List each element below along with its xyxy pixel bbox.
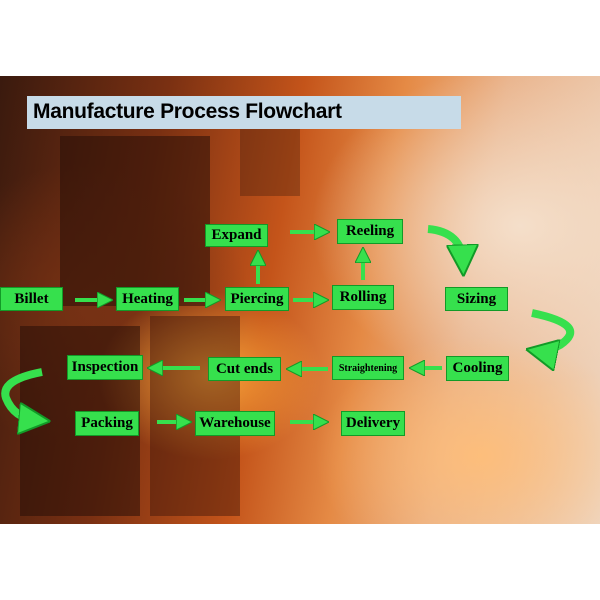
factory-background-photo [0, 76, 600, 524]
node-heating: Heating [116, 287, 179, 311]
node-piercing: Piercing [225, 287, 289, 311]
title-bar [27, 96, 461, 129]
node-sizing: Sizing [445, 287, 508, 311]
node-rolling: Rolling [332, 285, 394, 310]
node-delivery: Delivery [341, 411, 405, 436]
node-expand: Expand [205, 224, 268, 247]
node-warehouse: Warehouse [195, 411, 275, 436]
node-billet: Billet [0, 287, 63, 311]
flowchart-title: Manufacture Process Flowchart [33, 100, 342, 123]
node-inspection: Inspection [67, 355, 143, 380]
node-packing: Packing [75, 411, 139, 436]
node-straightening: Straightening [332, 356, 404, 380]
node-cut-ends: Cut ends [208, 357, 281, 381]
node-reeling: Reeling [337, 219, 403, 244]
node-cooling: Cooling [446, 356, 509, 381]
